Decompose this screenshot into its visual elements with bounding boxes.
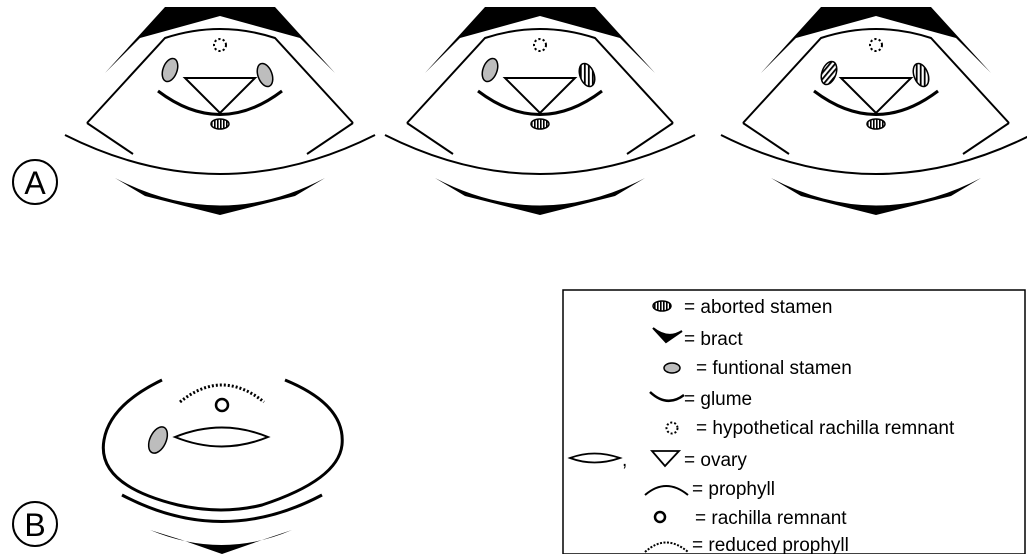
functional-stamen-right xyxy=(254,61,275,88)
svg-text:A: A xyxy=(24,165,46,201)
aborted-stamen-icon xyxy=(653,301,671,311)
svg-text:= rachilla remnant: = rachilla remnant xyxy=(695,508,847,529)
svg-text:,: , xyxy=(622,450,627,471)
functional-stamen-left xyxy=(479,56,500,83)
panel-a-diagram-3 xyxy=(721,7,1027,215)
panel-a-label: A xyxy=(13,160,57,204)
svg-text:= hypothetical rachilla remnan: = hypothetical rachilla remnant xyxy=(696,418,955,439)
panel-b-diagram xyxy=(103,380,342,554)
svg-text:= reduced prophyll: = reduced prophyll xyxy=(692,535,849,554)
svg-text:= prophyll: = prophyll xyxy=(692,479,775,500)
aborted-stamen-right xyxy=(910,61,931,88)
svg-text:B: B xyxy=(24,507,45,543)
aborted-stamen-left xyxy=(818,59,839,86)
svg-text:= aborted stamen: = aborted stamen xyxy=(684,297,832,318)
panel-a-diagram-1 xyxy=(65,7,375,215)
svg-text:= ovary: = ovary xyxy=(684,450,747,471)
legend: = aborted stamen = bract = funtional sta… xyxy=(563,290,1025,554)
functional-stamen-icon xyxy=(664,363,680,373)
svg-text:= bract: = bract xyxy=(684,329,743,350)
aborted-stamen-right xyxy=(576,61,597,88)
panel-a-diagram-2 xyxy=(385,7,695,215)
panel-b-label: B xyxy=(13,502,57,546)
svg-text:= funtional stamen: = funtional stamen xyxy=(696,358,852,379)
functional-stamen-left xyxy=(159,56,180,83)
svg-text:= glume: = glume xyxy=(684,389,752,410)
legend-item-hypothetical-rachilla-remnant: = hypothetical rachilla remnant xyxy=(667,418,955,439)
